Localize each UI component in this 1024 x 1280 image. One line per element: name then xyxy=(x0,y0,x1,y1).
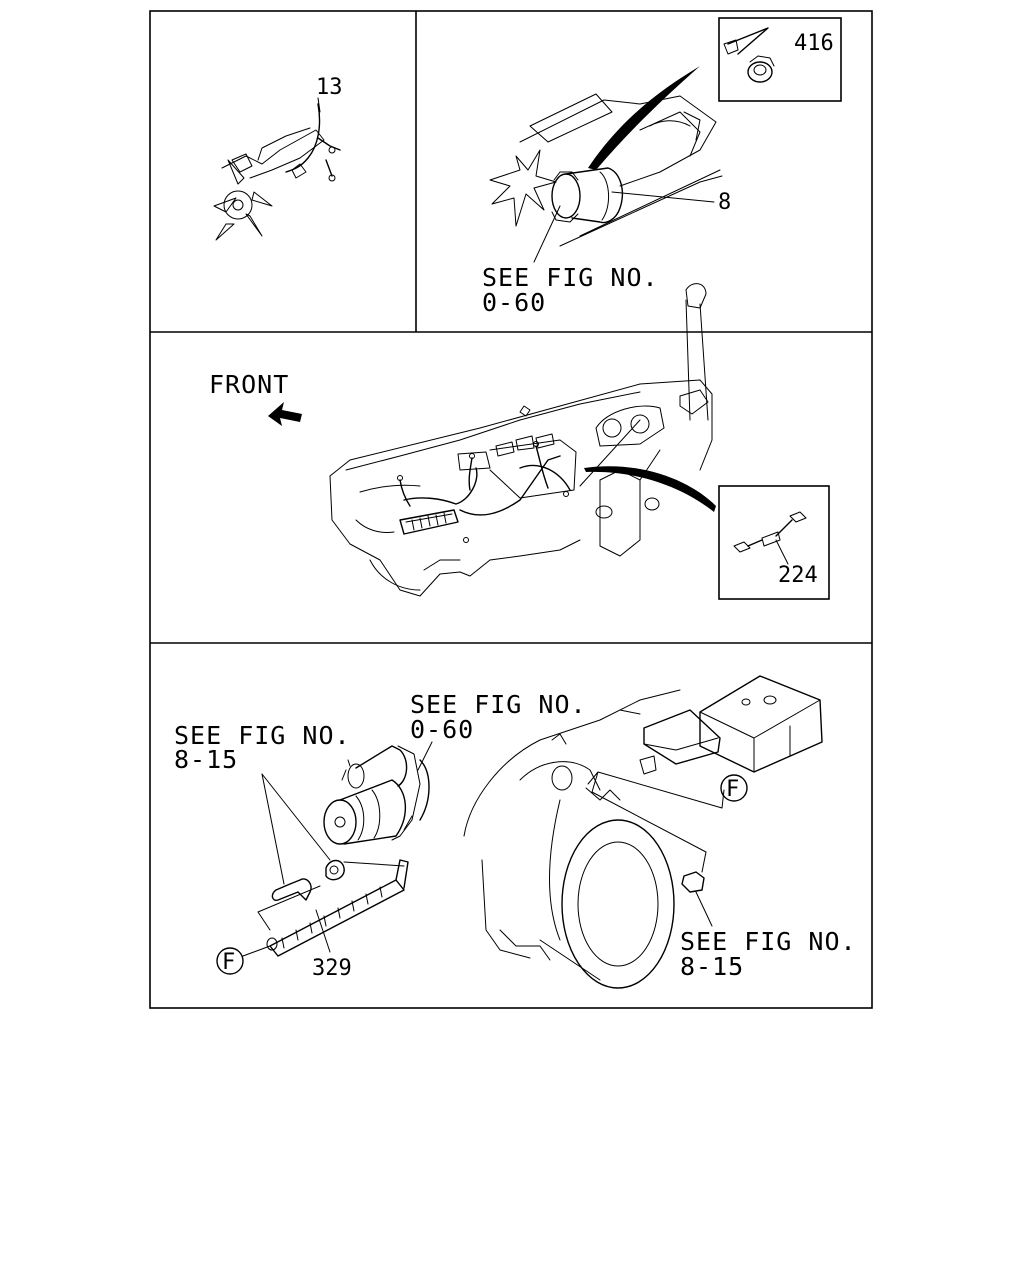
connector-marker-right: F xyxy=(726,777,739,802)
leader-see-fig-center xyxy=(417,741,433,771)
callout-329: 329 xyxy=(312,956,352,981)
wire-path-left xyxy=(257,861,405,931)
see-fig-top-line1: SEE FIG NO. xyxy=(482,263,659,292)
see-fig-center-line1: SEE FIG NO. xyxy=(410,690,587,719)
callout-224: 224 xyxy=(778,563,818,588)
see-fig-left-line1: SEE FIG NO. xyxy=(174,721,351,750)
engine-illustration xyxy=(489,93,723,247)
panel-top-right: 416 8 SEE FIG NO. 0-60 xyxy=(482,17,842,317)
callout-416: 416 xyxy=(794,31,834,56)
see-fig-right-line1: SEE FIG NO. xyxy=(680,927,857,956)
connector-marker-left-icon xyxy=(216,947,244,975)
callout-13: 13 xyxy=(316,75,343,100)
see-fig-center-line2: 0-60 xyxy=(410,715,474,744)
leader-callout-8 xyxy=(611,191,715,203)
nut-washer-illustration xyxy=(723,27,775,83)
front-arrow-icon xyxy=(268,402,302,426)
wire-path-right xyxy=(587,771,725,873)
leader-wedge-224 xyxy=(584,466,716,512)
terminal-nut-right xyxy=(681,871,705,893)
front-label: FRONT xyxy=(209,370,289,399)
leader-see-fig-right xyxy=(695,891,713,927)
detail-box-416 xyxy=(718,17,842,102)
see-fig-top-line2: 0-60 xyxy=(482,288,546,317)
leader-wedge-416 xyxy=(588,66,700,170)
detail-box-224 xyxy=(718,485,830,600)
vehicle-body-battery-illustration xyxy=(463,675,823,989)
panel-top-left: 13 xyxy=(213,75,343,241)
see-fig-right-line2: 8-15 xyxy=(680,952,744,981)
harness-connector-illustration xyxy=(733,511,807,565)
bracket-bolt-illustration xyxy=(266,859,409,957)
leader-callout-329 xyxy=(315,909,331,953)
callout-8: 8 xyxy=(718,190,731,215)
starter-motor-illustration xyxy=(323,745,430,845)
connector-marker-left: F xyxy=(222,950,235,975)
leader-see-fig-left-b xyxy=(261,773,331,861)
panel-middle: FRONT xyxy=(209,283,830,600)
see-fig-left-line2: 8-15 xyxy=(174,745,238,774)
connector-marker-right-icon xyxy=(720,774,748,802)
dashboard-harness-illustration xyxy=(329,283,713,597)
panel-bottom: SEE FIG NO. 8-15 SEE FIG NO. 0-60 SEE FI… xyxy=(174,675,857,989)
leader-see-fig-left-a xyxy=(261,773,285,885)
leader-see-fig-top xyxy=(533,205,561,263)
engine-fan-illustration xyxy=(213,97,341,241)
diagram-frame xyxy=(149,10,873,1009)
